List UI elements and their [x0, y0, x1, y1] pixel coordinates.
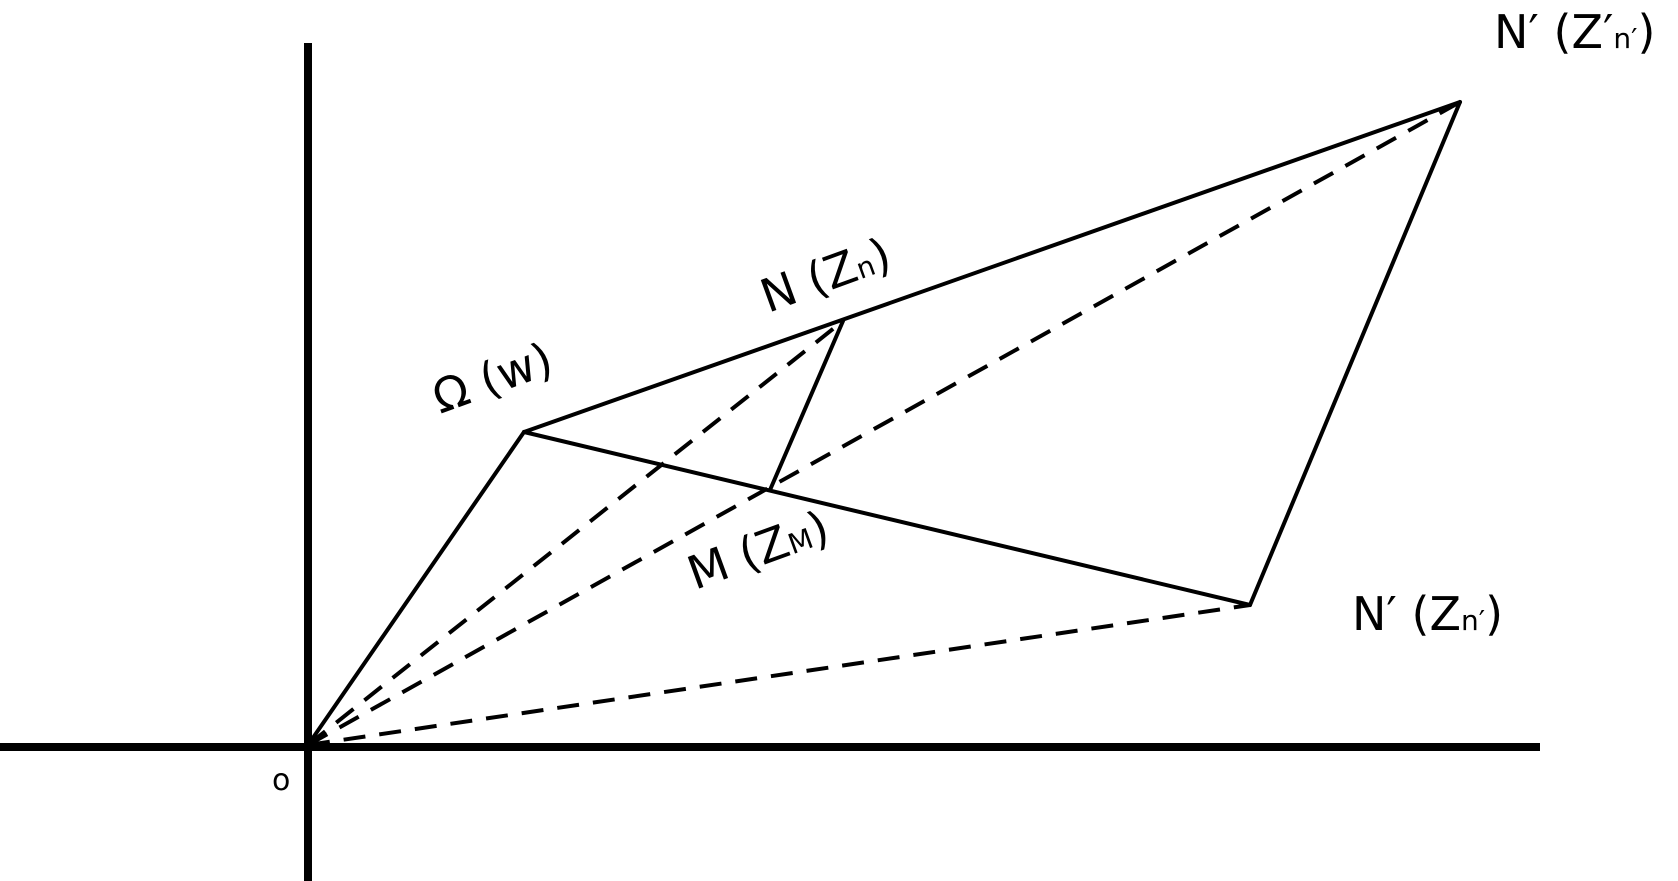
label-n-prime-bottom-name: N′ — [1352, 587, 1397, 641]
label-n-prime-top: N′ (Z′n′) — [1494, 5, 1655, 59]
origin-label: o — [272, 763, 290, 798]
label-n-prime-top-main: Z′ — [1571, 5, 1613, 59]
label-n-prime-top-sub: n′ — [1613, 22, 1637, 55]
dashed-o-n-prime-top — [307, 100, 1461, 747]
label-n-prime-bottom: N′ (Zn′) — [1352, 587, 1503, 641]
label-n-prime-bottom-open: ( — [1397, 587, 1430, 641]
segment-omega-n-prime-bottom — [522, 430, 1252, 607]
label-n-prime-top-close: ) — [1638, 5, 1656, 59]
dashed-o-n — [306, 319, 845, 747]
label-n-prime-bottom-sub: n′ — [1461, 604, 1485, 637]
label-n-prime-top-open: ( — [1539, 5, 1572, 59]
segment-omega-n-prime-top — [522, 100, 1462, 434]
dashed-o-n-prime-bottom — [307, 603, 1251, 747]
segment-n-prime-top-n-prime-bottom — [1248, 100, 1462, 607]
label-n-prime-bottom-close: ) — [1485, 587, 1503, 641]
segment-n-m — [768, 319, 845, 492]
segment-o-omega — [306, 430, 526, 747]
label-m: M (ZM) — [680, 500, 836, 601]
label-omega: Ω (w) — [425, 331, 559, 424]
label-n-prime-top-name: N′ — [1494, 5, 1539, 59]
label-n-prime-bottom-main: Z — [1429, 587, 1461, 641]
